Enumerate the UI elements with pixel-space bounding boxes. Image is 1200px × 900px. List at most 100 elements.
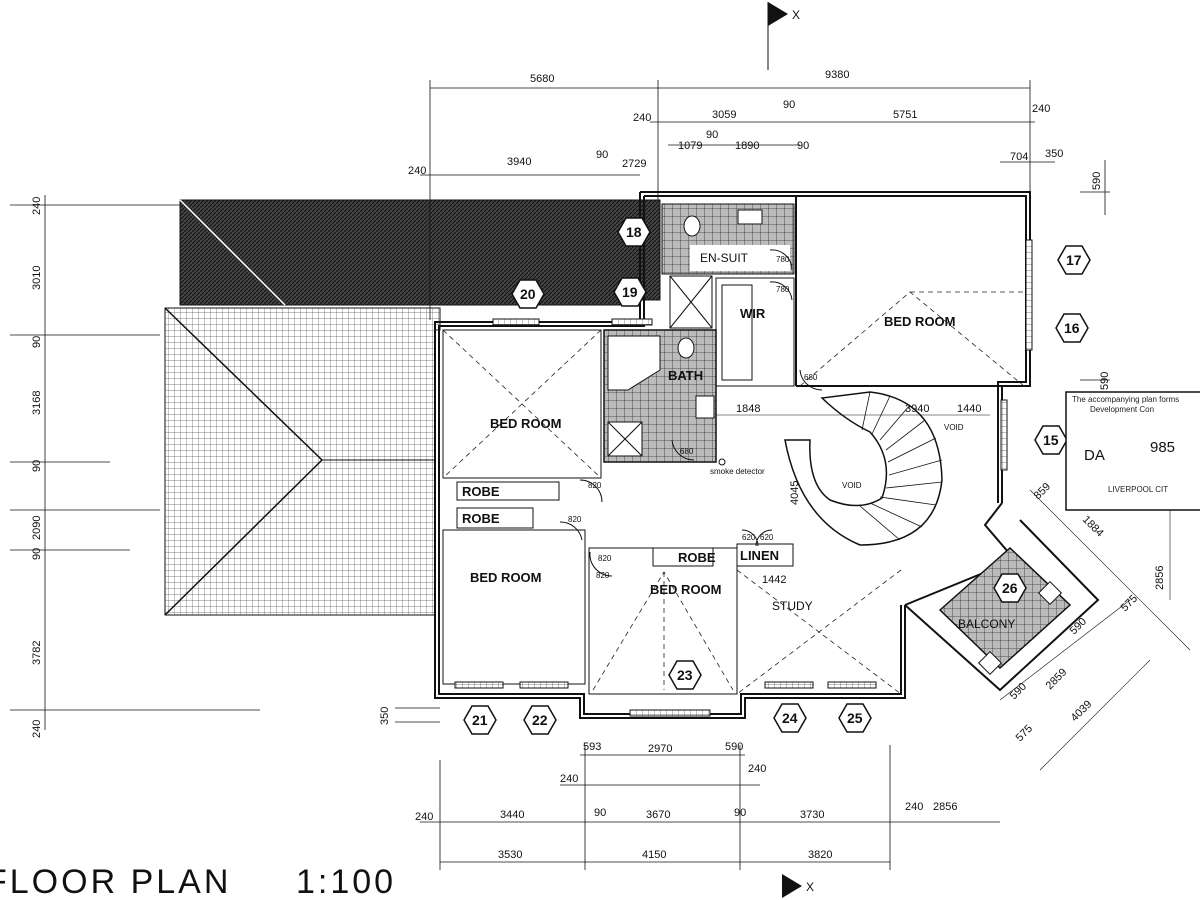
stamp-line2: Development Con (1090, 405, 1154, 414)
dim: 90 (706, 129, 718, 141)
dim: 90 (31, 460, 43, 472)
dim: 9380 (825, 69, 849, 81)
roof-area-dark (179, 199, 661, 306)
dim: 590 (1008, 681, 1029, 702)
dim: 90 (31, 548, 43, 560)
dim: 590 (1099, 372, 1111, 390)
hex-tag: 21 (463, 705, 497, 735)
dim: 90 (31, 336, 43, 348)
dim: 3440 (500, 809, 524, 821)
hex-tags: 15 16 17 18 19 20 21 22 (463, 217, 1091, 735)
drawing-title: FLOOR PLAN 1:100 (0, 863, 393, 900)
title-text: FLOOR PLAN (0, 863, 231, 900)
door-label: 820 (598, 554, 612, 563)
dim: 240 (905, 801, 923, 813)
dimension-text-interior: 1848 3940 1440 4045 1442 (716, 403, 990, 586)
master-bedroom-label: BED ROOM (884, 314, 956, 329)
master-bedroom: BED ROOM (795, 196, 1026, 387)
dim: 3168 (31, 391, 43, 415)
stamp-da-label: DA (1084, 447, 1105, 464)
door-label: 780 (776, 255, 790, 264)
robe-2: ROBE (456, 507, 534, 529)
dim: 1890 (735, 140, 759, 152)
robe-1: ROBE (456, 481, 560, 501)
bedroom-left: BED ROOM (442, 329, 602, 479)
dim: 90 (596, 149, 608, 161)
dim: 5680 (530, 73, 554, 85)
hex-tag: 25 (838, 703, 872, 733)
dim: 3730 (800, 809, 824, 821)
roof-area-light (164, 307, 441, 616)
door-label: 780 (776, 285, 790, 294)
dimension-text-bottom: 593 2970 590 240 240 240 3440 90 3670 90… (415, 741, 957, 861)
dim: 3059 (712, 109, 736, 121)
hex-tag: 19 (613, 277, 647, 307)
smoke-detector-label: smoke detector (710, 467, 765, 476)
dim: 240 (560, 773, 578, 785)
stamp-line1: The accompanying plan forms (1072, 395, 1179, 404)
ensuite-label: EN-SUIT (700, 251, 749, 265)
dim: 3530 (498, 849, 522, 861)
robe-1-label: ROBE (462, 484, 500, 499)
door-label: 680 (804, 373, 818, 382)
hex-tag: 17 (1057, 245, 1091, 275)
door-size-labels: 780 780 680 680 820 820 820 820 620 620 (568, 255, 818, 580)
balcony-label: BALCONY (958, 617, 1015, 631)
hex-tag: 26 (993, 573, 1027, 603)
bedroom-center: ROBE BED ROOM (588, 547, 738, 695)
dim: 90 (797, 140, 809, 152)
hex-label: 15 (1043, 432, 1059, 448)
dim: 240 (748, 763, 766, 775)
hex-label: 25 (847, 710, 863, 726)
dim: 593 (583, 741, 601, 753)
section-marker-label: X (792, 8, 800, 22)
bedroom-lower-left: BED ROOM (442, 529, 586, 685)
dim: 2970 (648, 743, 672, 755)
balcony: BALCONY (904, 502, 1100, 692)
dimension-lines-bottom (420, 745, 1000, 870)
section-marker-bottom: X (782, 874, 814, 898)
dim: 3670 (646, 809, 670, 821)
linen-cupboard: LINEN (736, 543, 794, 567)
dim: 4039 (1069, 698, 1095, 724)
hex-tag: 22 (523, 705, 557, 735)
dim: 3782 (31, 641, 43, 665)
dim: 590 (725, 741, 743, 753)
hex-tag: 24 (773, 703, 807, 733)
dim: 575 (1014, 723, 1035, 744)
study-label: STUDY (772, 599, 813, 613)
wir-room: WIR (715, 277, 795, 387)
dim: 5751 (893, 109, 917, 121)
dim: 90 (734, 807, 746, 819)
robe-2-label: ROBE (462, 511, 500, 526)
dim: 1848 (736, 403, 760, 415)
dim: 240 (31, 720, 43, 738)
hex-label: 21 (472, 712, 488, 728)
stamp-council: LIVERPOOL CIT (1108, 485, 1168, 494)
dim: 1442 (762, 574, 786, 586)
dim: 240 (1032, 103, 1050, 115)
void-stair-label: VOID (842, 481, 862, 490)
dim: 90 (783, 99, 795, 111)
void-small-label: VOID (944, 423, 964, 432)
dim: 350 (379, 707, 391, 725)
robe-3-label: ROBE (678, 550, 716, 565)
door-label: 820 (596, 571, 610, 580)
door-label: 820 (568, 515, 582, 524)
stamp-number: 985 (1150, 439, 1175, 456)
hex-tag: 16 (1055, 313, 1089, 343)
bath-room: BATH (603, 329, 717, 463)
linen-label: LINEN (740, 548, 779, 563)
bedroom-center-label: BED ROOM (650, 582, 722, 597)
door-label: 620 (760, 533, 774, 542)
hex-label: 20 (520, 286, 536, 302)
dim: 2856 (933, 801, 957, 813)
section-marker-label: X (806, 880, 814, 894)
dim: 704 (1010, 151, 1028, 163)
dim: 2090 (31, 516, 43, 540)
wir-label: WIR (740, 306, 766, 321)
hex-tag: 23 (668, 660, 702, 690)
dim: 2859 (1044, 666, 1070, 692)
dim: 3940 (507, 156, 531, 168)
